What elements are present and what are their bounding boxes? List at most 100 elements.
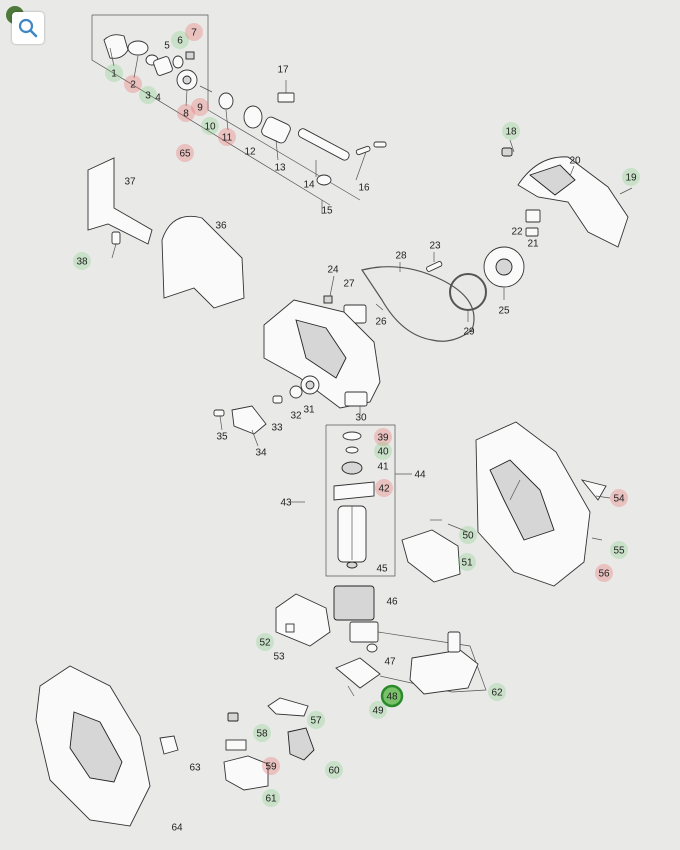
- callout-51[interactable]: 51: [458, 553, 476, 571]
- callout-24[interactable]: 24: [327, 265, 339, 276]
- callout-14[interactable]: 14: [303, 180, 315, 191]
- callout-marker: [380, 684, 404, 708]
- callout-33[interactable]: 33: [271, 423, 283, 434]
- callout-number: 59: [265, 762, 277, 773]
- callout-25[interactable]: 25: [498, 306, 510, 317]
- callout-45[interactable]: 45: [376, 564, 388, 575]
- callout-40[interactable]: 40: [374, 442, 392, 460]
- callout-57[interactable]: 57: [307, 711, 325, 729]
- gear-housing-group-outline: [91, 14, 361, 206]
- zoom-button[interactable]: [12, 12, 44, 44]
- callout-5[interactable]: 5: [164, 41, 170, 52]
- callout-22[interactable]: 22: [511, 227, 523, 238]
- callout-38[interactable]: 38: [73, 252, 91, 270]
- callout-64[interactable]: 64: [171, 823, 183, 834]
- callout-34[interactable]: 34: [255, 448, 267, 459]
- callout-61[interactable]: 61: [262, 789, 280, 807]
- callout-2[interactable]: 2: [124, 75, 142, 93]
- callout-number: 1: [111, 69, 117, 80]
- callout-number: 16: [358, 183, 370, 194]
- callout-number: 63: [189, 763, 201, 774]
- callout-56[interactable]: 56: [595, 564, 613, 582]
- callout-marker: [185, 23, 203, 41]
- callout-60[interactable]: 60: [325, 761, 343, 779]
- callout-54[interactable]: 54: [610, 489, 628, 507]
- callout-16[interactable]: 16: [358, 183, 370, 194]
- main-gear-housing: [263, 299, 381, 409]
- callout-31[interactable]: 31: [303, 405, 315, 416]
- callout-26[interactable]: 26: [375, 317, 387, 328]
- magnifier-icon: [18, 18, 38, 38]
- callout-marker: [369, 701, 387, 719]
- callout-63[interactable]: 63: [189, 763, 201, 774]
- callout-marker: [177, 104, 195, 122]
- callout-13[interactable]: 13: [274, 163, 286, 174]
- callout-number: 47: [384, 657, 396, 668]
- callout-10[interactable]: 10: [201, 117, 219, 135]
- callout-number: 37: [124, 177, 136, 188]
- callout-number: 50: [462, 531, 474, 542]
- callout-53[interactable]: 53: [273, 652, 285, 663]
- callout-36[interactable]: 36: [215, 221, 227, 232]
- callout-30[interactable]: 30: [355, 413, 367, 424]
- callout-35[interactable]: 35: [216, 432, 228, 443]
- callout-20[interactable]: 20: [569, 156, 581, 167]
- callout-42[interactable]: 42: [375, 479, 393, 497]
- callout-6[interactable]: 6: [171, 31, 189, 49]
- callout-marker: [374, 428, 392, 446]
- callout-number: 38: [76, 257, 88, 268]
- callout-marker: [459, 526, 477, 544]
- callout-65[interactable]: 65: [176, 144, 194, 162]
- callout-15[interactable]: 15: [321, 206, 333, 217]
- callout-19[interactable]: 19: [622, 168, 640, 186]
- callout-46[interactable]: 46: [386, 597, 398, 608]
- callout-9[interactable]: 9: [191, 98, 209, 116]
- callout-number: 39: [377, 433, 389, 444]
- callout-number: 24: [327, 265, 339, 276]
- callout-52[interactable]: 52: [256, 633, 274, 651]
- callout-28[interactable]: 28: [395, 251, 407, 262]
- callout-number: 8: [183, 109, 189, 120]
- callout-number: 2: [130, 80, 136, 91]
- callout-62[interactable]: 62: [488, 683, 506, 701]
- viewer-toolbar: [6, 6, 46, 46]
- callout-32[interactable]: 32: [290, 411, 302, 422]
- callout-number: 51: [461, 558, 473, 569]
- callout-number: 14: [303, 180, 315, 191]
- callout-8[interactable]: 8: [177, 104, 195, 122]
- callout-55[interactable]: 55: [610, 541, 628, 559]
- callout-47[interactable]: 47: [384, 657, 396, 668]
- callout-7[interactable]: 7: [185, 23, 203, 41]
- callout-marker: [191, 98, 209, 116]
- callout-27[interactable]: 27: [343, 279, 355, 290]
- callout-1[interactable]: 1: [105, 64, 123, 82]
- callout-number: 32: [290, 411, 302, 422]
- callout-50[interactable]: 50: [459, 526, 477, 544]
- callout-44[interactable]: 44: [414, 470, 426, 481]
- callout-49[interactable]: 49: [369, 701, 387, 719]
- callout-number: 43: [280, 498, 292, 509]
- callout-18[interactable]: 18: [502, 122, 520, 140]
- callout-43[interactable]: 43: [280, 498, 292, 509]
- callout-number: 31: [303, 405, 315, 416]
- callout-11[interactable]: 11: [218, 128, 236, 146]
- callout-21[interactable]: 21: [527, 239, 539, 250]
- callout-3[interactable]: 3: [139, 86, 157, 104]
- callout-39[interactable]: 39: [374, 428, 392, 446]
- callout-number: 61: [265, 794, 277, 805]
- callout-48[interactable]: 48: [380, 684, 404, 708]
- callout-23[interactable]: 23: [429, 241, 441, 252]
- callout-41[interactable]: 41: [377, 462, 389, 473]
- callout-number: 27: [343, 279, 355, 290]
- callout-59[interactable]: 59: [262, 757, 280, 775]
- callout-4[interactable]: 4: [155, 93, 161, 104]
- battery-cover-part: [377, 631, 487, 695]
- callout-29[interactable]: 29: [463, 327, 475, 338]
- callout-12[interactable]: 12: [244, 147, 256, 158]
- callout-number: 36: [215, 221, 227, 232]
- callout-17[interactable]: 17: [277, 65, 289, 76]
- callout-number: 62: [491, 688, 503, 699]
- callout-58[interactable]: 58: [253, 724, 271, 742]
- callout-37[interactable]: 37: [124, 177, 136, 188]
